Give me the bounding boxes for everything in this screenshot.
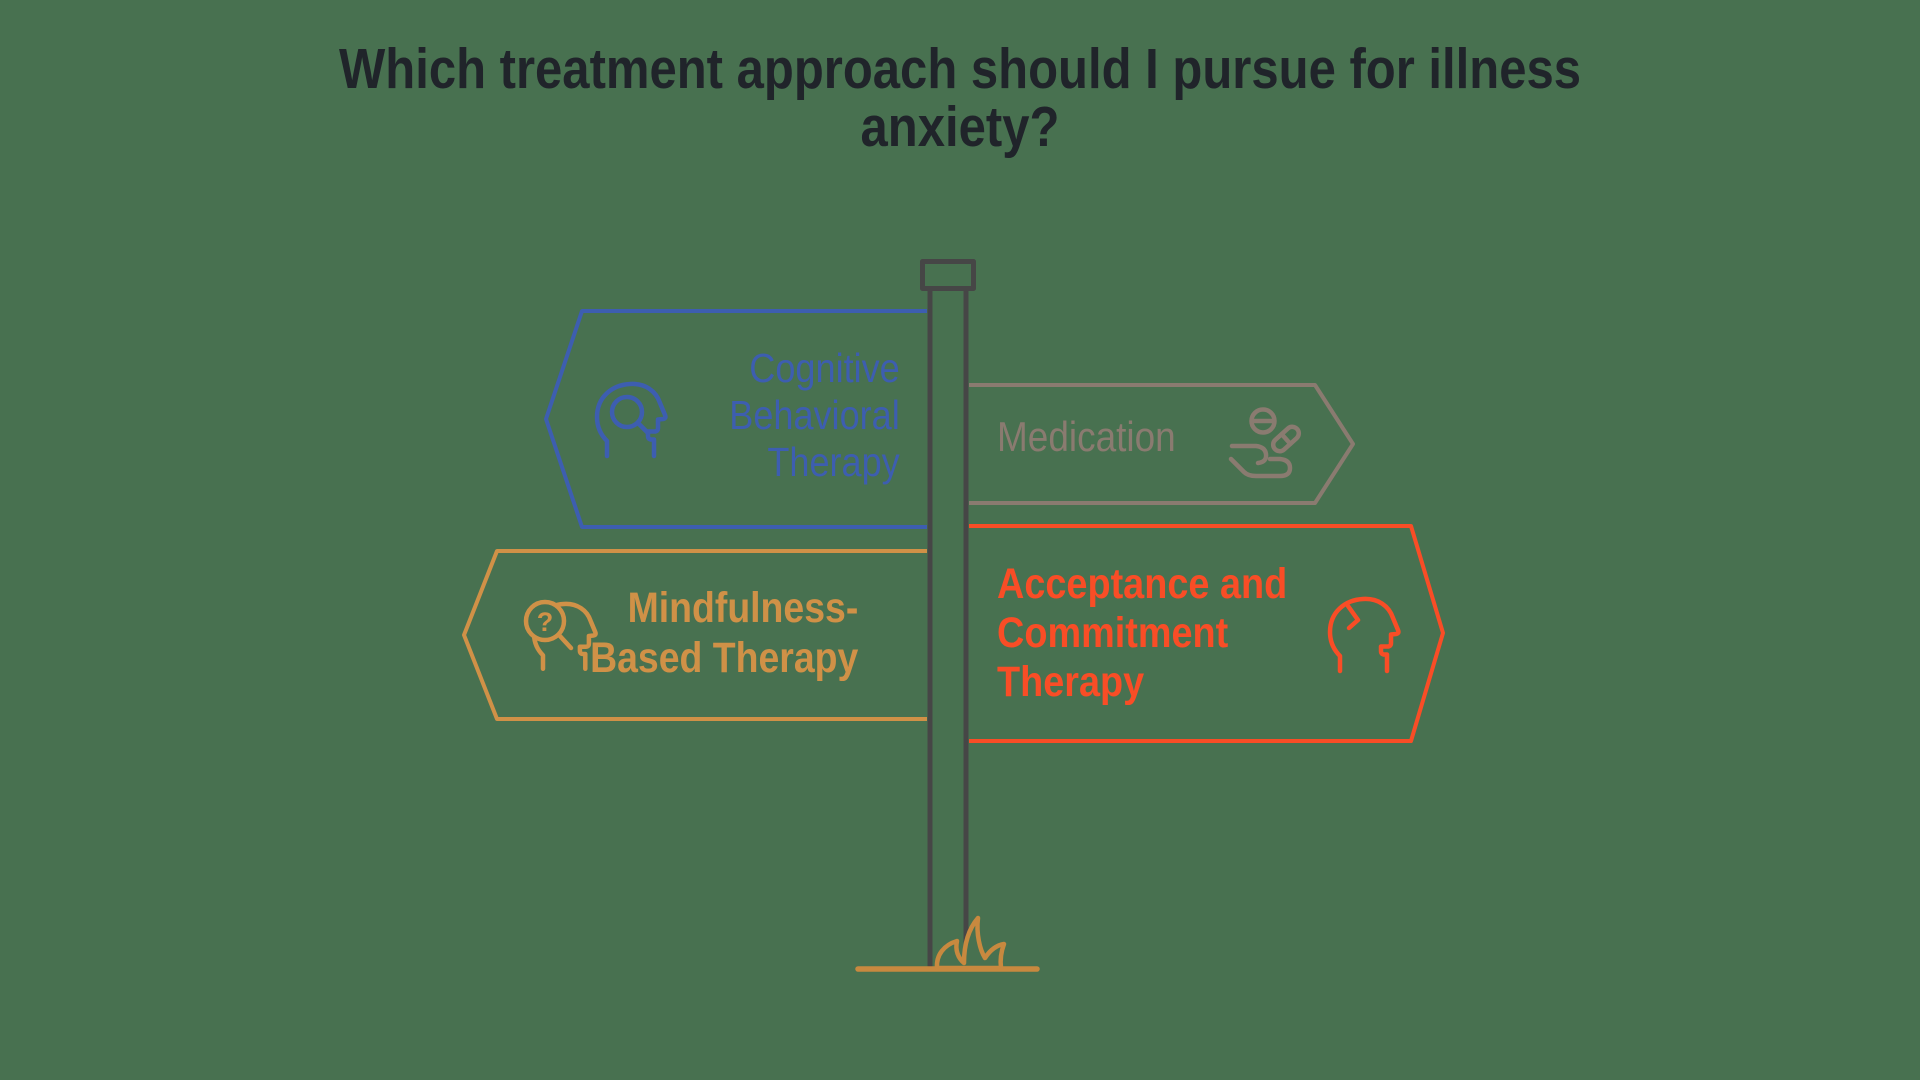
head-clock-icon <box>1330 599 1398 671</box>
sign-label-act: Acceptance and Commitment Therapy <box>997 560 1287 707</box>
head-question-magnifier-icon: ? <box>523 599 596 669</box>
sign-label-line: Commitment <box>997 609 1229 657</box>
title-line: Which treatment approach should I pursue… <box>338 37 1582 101</box>
signpost-pole <box>920 259 976 970</box>
pole-cap <box>920 259 976 291</box>
sign-label-line: Medication <box>997 413 1176 460</box>
hand-pills-icon <box>1228 407 1302 479</box>
sign-label-line: Therapy <box>767 439 900 485</box>
sign-label-line: Behavioral <box>729 392 900 438</box>
grass-icon <box>934 915 1007 971</box>
sign-label-line: Therapy <box>997 658 1145 706</box>
sign-label-cbt: Cognitive Behavioral Therapy <box>730 345 900 486</box>
sign-label-mindfulness: Mindfulness- Based Therapy <box>590 583 858 683</box>
page-title: Which treatment approach should I pursue… <box>134 40 1785 156</box>
sign-label-line: Mindfulness- <box>627 584 858 632</box>
sign-label-line: Based Therapy <box>589 634 858 682</box>
sign-label-medication: Medication <box>997 413 1176 460</box>
sign-label-line: Acceptance and <box>997 560 1288 608</box>
title-line: anxiety? <box>860 95 1060 159</box>
question-mark-glyph: ? <box>537 607 554 637</box>
head-magnifier-icon <box>597 384 665 456</box>
sign-label-line: Cognitive <box>749 345 900 391</box>
